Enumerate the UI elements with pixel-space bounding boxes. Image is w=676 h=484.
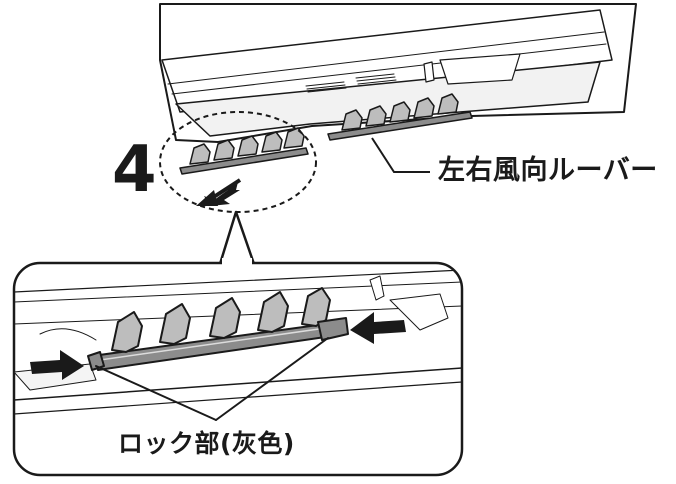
ac-unit [159, 3, 637, 143]
lock-part-right [317, 317, 349, 341]
louver-label: 左右風向ルーバー [438, 155, 658, 186]
lock-leader-left [95, 365, 217, 421]
callout-circle [159, 111, 317, 213]
push-arrow-right-icon [30, 350, 84, 380]
louver-left [179, 127, 309, 175]
lock-part-label: ロック部(灰色) [118, 429, 295, 458]
ac-vent [305, 73, 397, 93]
step-number: 4 [112, 133, 157, 207]
louver-blades [111, 287, 331, 353]
lock-part-left [87, 351, 105, 371]
louver-main [327, 93, 473, 141]
inset-view [14, 269, 462, 421]
inset-pointer [218, 210, 256, 265]
louver-leader-line [371, 137, 430, 173]
ac-front-panel [161, 9, 613, 113]
lock-leader-right [215, 337, 329, 421]
push-arrow-left-icon [350, 312, 406, 344]
